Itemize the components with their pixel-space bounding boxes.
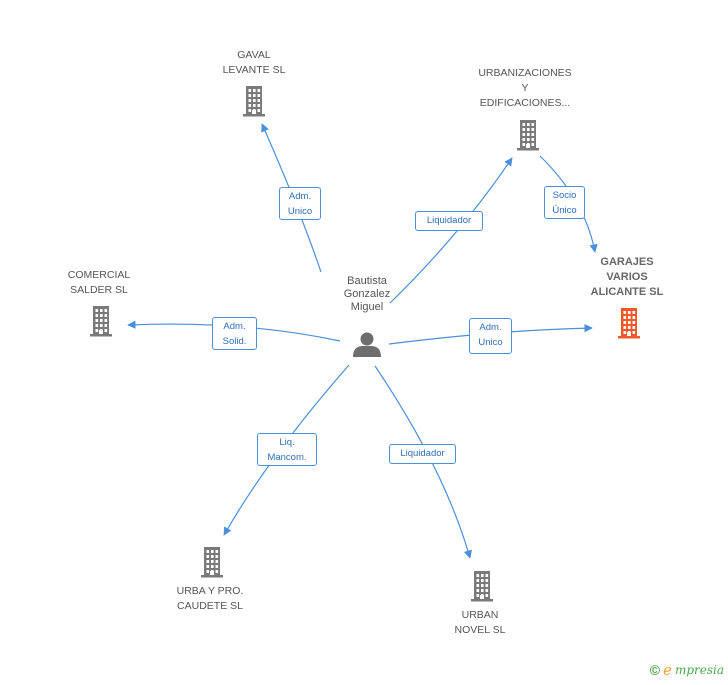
brand-initial: e [663,661,672,679]
relation-label-comercial[interactable]: Adm. Solid. [212,317,257,350]
building-icon[interactable] [243,86,265,117]
building-icon[interactable] [471,571,493,602]
relation-label-urba[interactable]: Liq. Mancom. [257,433,317,466]
relation-label-gaval[interactable]: Adm. Unico [279,187,321,220]
company-name-gaval[interactable]: GAVAL LEVANTE SL [222,49,286,76]
relation-label-garajes[interactable]: Adm. Unico [469,318,512,354]
person-name[interactable]: Bautista Gonzalez Miguel [343,275,391,313]
company-name-urbanizaciones[interactable]: URBANIZACIONES Y EDIFICACIONES... [478,67,572,109]
relation-label-urbanizaciones[interactable]: Liquidador [415,211,483,231]
building-icon[interactable] [201,547,223,578]
relation-edge-urban [374,365,472,559]
company-name-urban[interactable]: URBAN NOVEL SL [454,609,506,636]
company-name-comercial[interactable]: COMERCIAL SALDER SL [67,269,131,296]
relation-label-garajes[interactable]: Socio Único [544,186,585,219]
person-icon[interactable] [353,332,381,358]
building-icon[interactable] [517,120,539,151]
copyright-icon: © [649,662,661,678]
building-icon[interactable] [90,306,112,337]
company-name-garajes[interactable]: GARAJES VARIOS ALICANTE SL [590,256,664,298]
brand-name: mpresia [674,663,724,677]
company-name-urba[interactable]: URBA Y PRO. CAUDETE SL [176,585,244,612]
relation-label-urban[interactable]: Liquidador [389,444,456,464]
relation-edge-urbanizaciones [389,157,513,304]
building-icon[interactable] [618,308,640,339]
